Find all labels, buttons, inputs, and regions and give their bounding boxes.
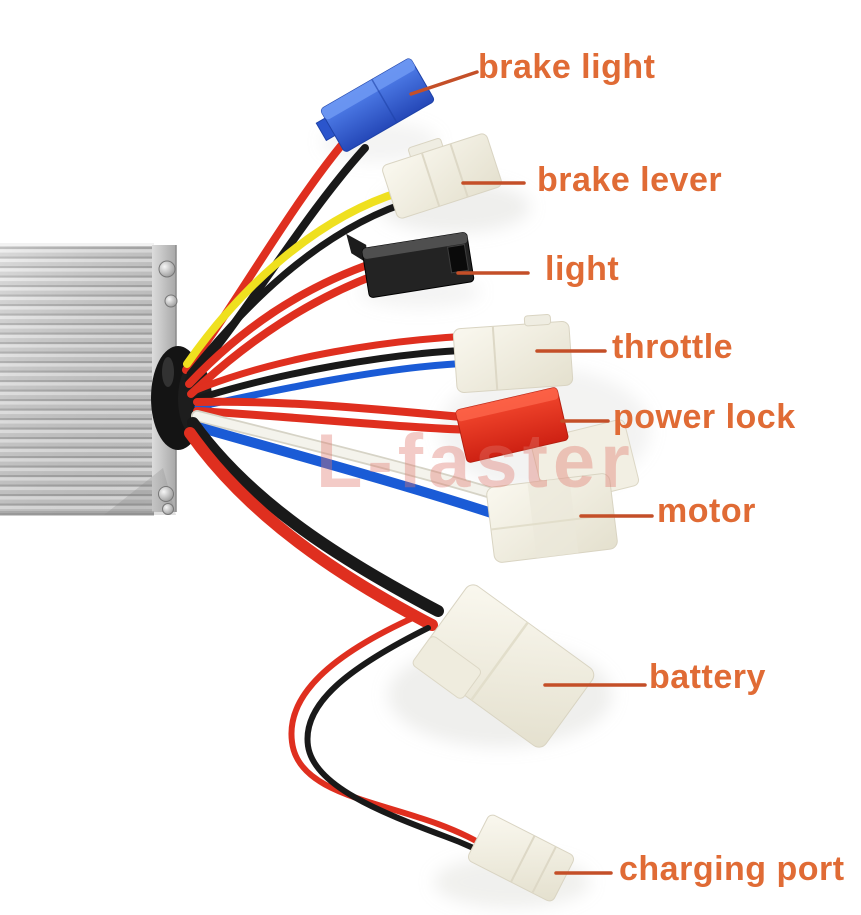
bottom-shadow [0, 511, 154, 516]
connector-brake-light [315, 58, 435, 152]
wire-power-lock-red-2 [193, 407, 480, 434]
label-charging-port: charging port [619, 850, 845, 888]
wire-throttle-black [193, 346, 476, 403]
label-brake-lever: brake lever [537, 161, 723, 199]
connector-power-lock [455, 387, 569, 463]
connector-charging-port [467, 814, 575, 902]
wire-brake-lever-yellow [183, 188, 404, 368]
wire-power-lock-red-1 [193, 397, 478, 422]
connector-motor [486, 473, 618, 563]
screw [158, 260, 176, 278]
label-light: light [545, 250, 620, 288]
watermark: L-faster [316, 419, 635, 504]
leader-lines [409, 70, 654, 875]
wire-throttle-red [192, 332, 474, 394]
wire-charging-black [304, 625, 499, 862]
wire-brake-lever-black [186, 200, 406, 378]
wire-motor-blue [193, 422, 515, 524]
wire-light-red-1 [185, 258, 380, 388]
screw [162, 503, 174, 515]
label-throttle: throttle [612, 328, 734, 366]
controller-heatsink [0, 243, 178, 516]
wire-light-red-2 [187, 270, 382, 398]
connectors [315, 58, 640, 902]
label-brake-light: brake light [478, 48, 656, 86]
wire-battery-black [187, 417, 444, 617]
wire-charging-red [288, 613, 497, 854]
label-motor: motor [657, 492, 756, 530]
heatsink-lighting [0, 243, 154, 515]
wires [182, 131, 515, 862]
wire-motor-white [192, 411, 513, 503]
label-battery: battery [649, 658, 766, 696]
screw [164, 294, 178, 308]
leader-brake-light [409, 70, 479, 96]
connector-battery [412, 584, 595, 748]
corner-shading [104, 468, 176, 515]
screw [158, 486, 174, 502]
connector-light [346, 232, 475, 298]
wire-battery-red [184, 427, 438, 631]
connector-throttle [452, 314, 574, 393]
connector-brake-lever [382, 133, 502, 219]
label-power-lock: power lock [613, 398, 796, 436]
